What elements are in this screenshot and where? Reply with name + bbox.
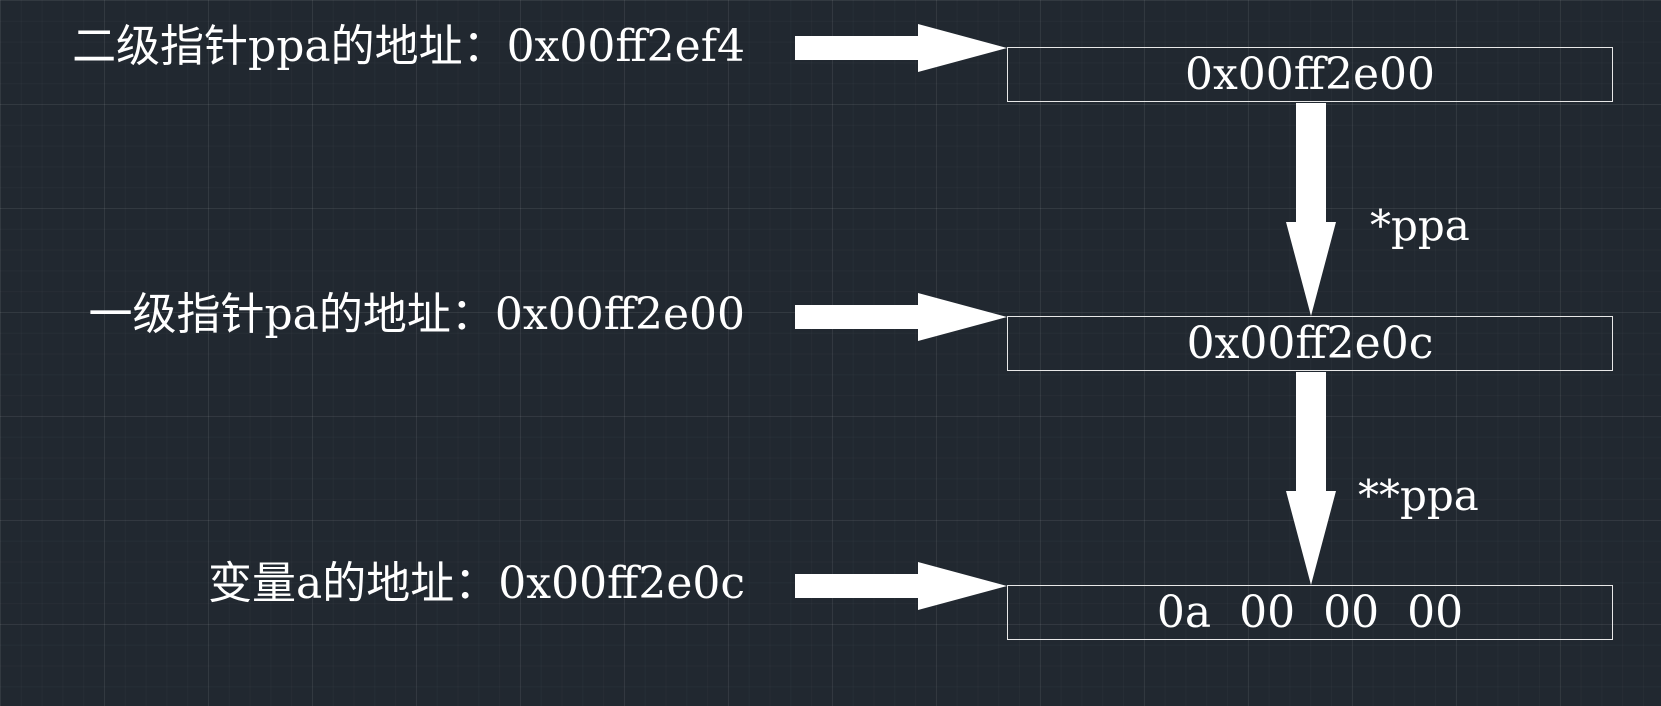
double-deref-label: **ppa: [1358, 471, 1479, 520]
down-arrow-icon: [1286, 103, 1336, 316]
single-deref-label: *ppa: [1370, 201, 1470, 250]
a-memory-byte: 00: [1239, 586, 1296, 638]
ppa-memory-cell: 0x00ff2e00: [1007, 47, 1613, 102]
a-memory-byte: 00: [1407, 586, 1464, 638]
right-arrow-icon: [795, 293, 1007, 341]
ppa-address-label: 二级指针ppa的地址：0x00ff2ef4: [72, 21, 745, 72]
a-memory-byte: 00: [1323, 586, 1380, 638]
a-memory-byte: 0a: [1156, 586, 1212, 638]
pa-address-label: 一级指针pa的地址：0x00ff2e00: [88, 289, 745, 340]
a-memory-cell: 0a 00 00 00: [1007, 585, 1613, 640]
pa-memory-value: 0x00ff2e0c: [1186, 317, 1434, 369]
pa-memory-cell: 0x00ff2e0c: [1007, 316, 1613, 371]
right-arrow-icon: [795, 562, 1007, 610]
right-arrow-icon: [795, 24, 1007, 72]
ppa-memory-value: 0x00ff2e00: [1184, 48, 1436, 100]
a-address-label: 变量a的地址：0x00ff2e0c: [208, 558, 745, 609]
down-arrow-icon: [1286, 372, 1336, 585]
